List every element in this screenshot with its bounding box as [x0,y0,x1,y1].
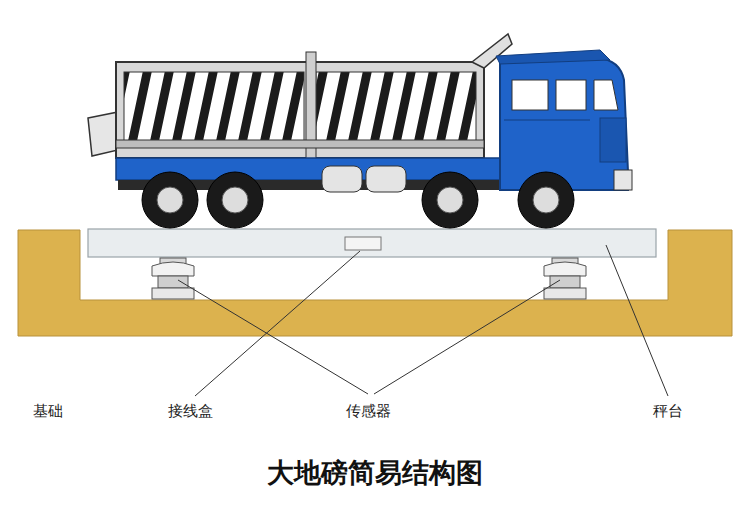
part-label: 基础 [33,402,63,421]
junction-box [345,237,381,250]
part-label: 传感器 [346,402,391,421]
part-label: 秤台 [653,402,683,421]
part-label: 接线盒 [168,402,213,421]
scale-platform [88,229,656,257]
diagram-title: 大地磅简易结构图 [267,455,483,491]
leader-lines [178,245,668,396]
load-sensor [152,258,194,299]
load-sensor [544,258,586,299]
dump-truck [88,34,632,228]
foundation [18,230,732,336]
